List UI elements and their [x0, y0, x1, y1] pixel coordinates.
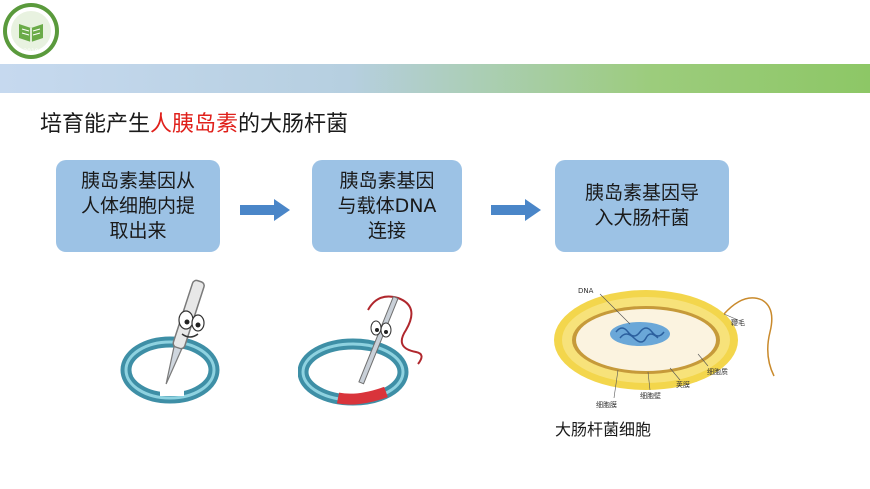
label-capsule: 荚膜 — [676, 380, 690, 389]
ecoli-cell-illustration: DNA 鞭毛 细胞质 荚膜 细胞壁 细胞膜 — [554, 287, 775, 409]
label-cell-membrane: 细胞膜 — [596, 400, 617, 409]
header-banner — [0, 64, 870, 93]
title-prefix: 培育能产生 — [40, 112, 151, 137]
label-dna: DNA — [578, 287, 594, 295]
logo-year: 2019 — [23, 48, 38, 55]
step-3-box: 胰岛素基因导 入大肠杆菌 — [555, 160, 729, 252]
page-title: 培育能产生人胰岛素的大肠杆菌 — [40, 106, 348, 138]
arrow-right-icon — [240, 199, 290, 221]
plasmid-with-scalpel-illustration — [120, 279, 220, 404]
step-1-box: 胰岛素基因从 人体细胞内提 取出来 — [56, 160, 220, 252]
title-highlight: 人胰岛素 — [150, 112, 239, 137]
label-flagellum: 鞭毛 — [731, 318, 745, 327]
ecoli-caption: 大肠杆菌细胞 — [555, 420, 652, 439]
label-cell-wall: 细胞壁 — [640, 391, 661, 400]
arrow-right-icon — [491, 199, 541, 221]
label-cytoplasm: 细胞质 — [707, 367, 728, 376]
plasmid-with-needle-illustration — [298, 295, 423, 406]
school-logo: 2019 — [3, 3, 59, 59]
title-suffix: 的大肠杆菌 — [238, 112, 349, 137]
step-2-box: 胰岛素基因 与载体DNA 连接 — [312, 160, 462, 252]
